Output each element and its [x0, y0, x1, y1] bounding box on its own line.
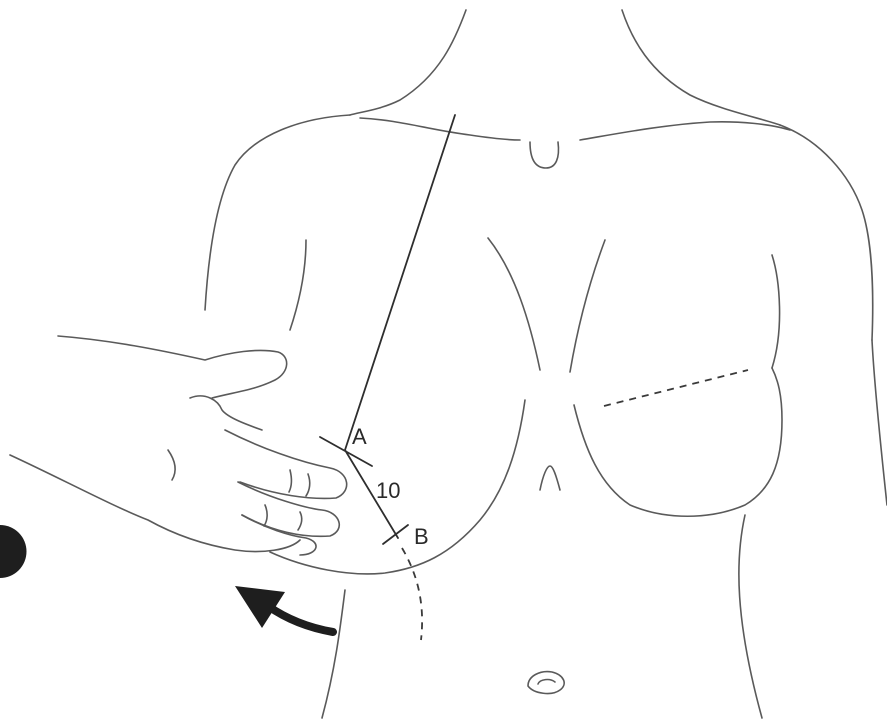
neck-left-outline: [350, 10, 466, 115]
right-clavicle-outline: [580, 122, 790, 140]
point-a-label: A: [352, 424, 367, 449]
neck-right-outline: [622, 10, 780, 125]
right-breast-dashed-line: [604, 370, 748, 406]
left-cleavage-outline: [488, 238, 540, 370]
point-b-label: B: [414, 524, 429, 549]
finger-two-outline: [238, 482, 339, 536]
sternal-notch-outline: [530, 142, 559, 168]
measurement-guide-line: [345, 115, 455, 450]
knuckle-crease-a: [289, 470, 291, 492]
navel-inner-outline: [538, 680, 555, 684]
right-breast-outline: [574, 368, 782, 516]
finger-one-outline: [225, 430, 347, 498]
navel-outline: [528, 672, 564, 694]
knuckle-crease-e: [168, 450, 175, 480]
left-torso-outline: [322, 590, 345, 718]
distance-label: 10: [376, 478, 400, 503]
left-shoulder-outline: [205, 115, 350, 310]
right-cleavage-outline: [570, 240, 605, 372]
knuckle-crease-d: [264, 505, 267, 526]
right-arm-outline: [872, 340, 887, 505]
thumb-outline: [190, 396, 262, 430]
step-marker-partial-circle: [0, 525, 26, 578]
right-shoulder-outline: [780, 125, 873, 340]
curved-arrow-head-icon: [235, 586, 285, 628]
left-clavicle-outline: [360, 118, 520, 140]
hand-upper-outline: [58, 336, 287, 398]
xiphoid-mark: [540, 466, 560, 490]
hand-lower-outline: [10, 455, 300, 552]
left-arm-inner-outline: [290, 240, 306, 330]
right-torso-outline: [739, 515, 762, 718]
inframammary-dashed-line: [402, 548, 422, 640]
knuckle-crease-c: [298, 512, 302, 530]
knuckle-crease-b: [306, 474, 310, 496]
point-b-tick: [383, 525, 408, 544]
curved-arrow-shaft: [268, 606, 333, 632]
right-breast-side-outline: [772, 255, 780, 368]
